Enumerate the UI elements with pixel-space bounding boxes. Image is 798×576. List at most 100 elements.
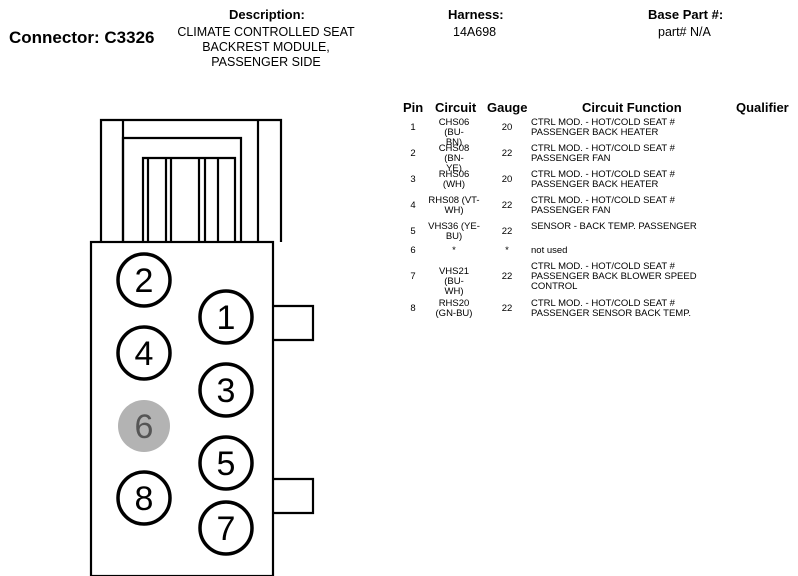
cell-circuit: RHS20(GN-BU) xyxy=(428,299,480,319)
cell-gauge: 22 xyxy=(501,271,513,282)
cell-pin: 7 xyxy=(410,271,416,282)
cell-pin: 4 xyxy=(410,200,416,211)
pin-cavity: 1 xyxy=(198,289,254,345)
pin-circle xyxy=(116,252,172,308)
col-header-function: Circuit Function xyxy=(582,100,682,115)
pin-circle xyxy=(198,289,254,345)
cell-gauge: 22 xyxy=(501,226,513,237)
pin-number: 7 xyxy=(217,510,236,548)
pin-number: 5 xyxy=(217,445,236,483)
circuit-line: WH) xyxy=(444,205,464,216)
function-line: PASSENGER FAN xyxy=(531,153,611,164)
cell-pin: 3 xyxy=(410,174,416,185)
cell-pin: 6 xyxy=(410,245,416,256)
pin-cavities: 2 1 4 3 6 5 8 7 xyxy=(116,252,254,556)
pin-circle xyxy=(198,500,254,556)
cell-function: CTRL MOD. - HOT/COLD SEAT #PASSENGER FAN xyxy=(531,144,721,164)
pin-number: 6 xyxy=(135,408,154,446)
circuit-line: BU) xyxy=(445,231,463,242)
function-line: CTRL MOD. - HOT/COLD SEAT # xyxy=(531,261,675,272)
cell-circuit: VHS21 (BU-WH) xyxy=(428,267,480,297)
pin-cavity: 6 xyxy=(118,400,170,452)
function-line: PASSENGER BACK HEATER xyxy=(531,179,659,190)
circuit-line: WH) xyxy=(444,286,464,297)
connector-face-diagram: 2 1 4 3 6 5 8 7 xyxy=(89,118,315,576)
cell-gauge: 20 xyxy=(501,122,513,133)
circuit-line: (GN-BU) xyxy=(435,308,473,319)
pin-circle xyxy=(198,435,254,491)
cell-pin: 8 xyxy=(410,303,416,314)
base-part-value: part# N/A xyxy=(658,25,711,39)
circuit-line: * xyxy=(452,245,456,256)
pin-number: 4 xyxy=(135,335,154,373)
col-header-qualifier: Qualifier xyxy=(736,100,789,115)
pin-cavity: 5 xyxy=(198,435,254,491)
circuit-line: VHS36 (YE- xyxy=(428,221,480,232)
circuit-line: BN) xyxy=(445,137,463,148)
function-line: CTRL MOD. - HOT/COLD SEAT # xyxy=(531,143,675,154)
cell-function: CTRL MOD. - HOT/COLD SEAT #PASSENGER BAC… xyxy=(531,118,721,138)
cell-function: CTRL MOD. - HOT/COLD SEAT #PASSENGER BAC… xyxy=(531,262,721,292)
function-line: CTRL MOD. - HOT/COLD SEAT # xyxy=(531,117,675,128)
lower-side-key xyxy=(273,477,315,515)
cell-pin: 5 xyxy=(410,226,416,237)
function-line: PASSENGER SENSOR BACK TEMP. xyxy=(531,308,691,319)
function-line: not used xyxy=(531,245,568,256)
circuit-line: RHS20 xyxy=(438,298,470,309)
cell-circuit: CHS06 (BU-BN) xyxy=(428,118,480,148)
function-line: PASSENGER FAN xyxy=(531,205,611,216)
cell-circuit: CHS08 (BN-YE) xyxy=(428,144,480,174)
col-header-gauge: Gauge xyxy=(487,100,528,115)
circuit-line: RHS06 xyxy=(438,169,470,180)
cell-pin: 1 xyxy=(410,122,416,133)
function-line: CTRL MOD. - HOT/COLD SEAT # xyxy=(531,195,675,206)
circuit-line: (WH) xyxy=(442,179,466,190)
description-label: Description: xyxy=(229,7,305,22)
harness-label: Harness: xyxy=(448,7,504,22)
pin-cavity: 3 xyxy=(198,362,254,418)
cell-function: not used xyxy=(531,246,721,256)
circuit-line: CHS08 (BN- xyxy=(438,143,470,164)
cell-gauge: 22 xyxy=(501,303,513,314)
cell-function: SENSOR - BACK TEMP. PASSENGER xyxy=(531,222,721,232)
harness-value: 14A698 xyxy=(453,25,497,39)
pin-circle xyxy=(118,400,170,452)
pin-circle xyxy=(198,362,254,418)
circuit-line: VHS21 (BU- xyxy=(438,266,470,287)
pin-cavity: 4 xyxy=(116,325,172,381)
cell-function: CTRL MOD. - HOT/COLD SEAT #PASSENGER SEN… xyxy=(531,299,721,319)
description-line: CLIMATE CONTROLLED SEAT xyxy=(177,25,355,39)
pin-cavity: 2 xyxy=(116,252,172,308)
circuit-line: CHS06 (BU- xyxy=(438,117,470,138)
function-line: CTRL MOD. - HOT/COLD SEAT # xyxy=(531,169,675,180)
cell-circuit: * xyxy=(428,246,480,256)
pin-circle xyxy=(116,325,172,381)
pin-number: 1 xyxy=(217,299,236,337)
function-line: PASSENGER BACK HEATER xyxy=(531,127,659,138)
pin-circle xyxy=(116,470,172,526)
cell-gauge: 22 xyxy=(501,200,513,211)
pin-cavity: 8 xyxy=(116,470,172,526)
cell-circuit: VHS36 (YE-BU) xyxy=(428,222,480,242)
function-line: SENSOR - BACK TEMP. PASSENGER xyxy=(531,221,697,232)
pin-cavity: 7 xyxy=(198,500,254,556)
cell-gauge: 22 xyxy=(501,148,513,159)
upper-side-key xyxy=(273,304,315,342)
circuit-line: YE) xyxy=(446,163,462,174)
cell-circuit: RHS08 (VT-WH) xyxy=(428,196,480,216)
cell-function: CTRL MOD. - HOT/COLD SEAT #PASSENGER BAC… xyxy=(531,170,721,190)
latch-ribs xyxy=(141,156,237,242)
function-line: PASSENGER BACK BLOWER SPEED xyxy=(531,271,697,282)
pin-number: 3 xyxy=(217,372,236,410)
description-value: CLIMATE CONTROLLED SEAT BACKREST MODULE,… xyxy=(166,25,366,70)
col-header-circuit: Circuit xyxy=(435,100,477,115)
circuit-line: RHS08 (VT- xyxy=(428,195,480,206)
cell-circuit: RHS06(WH) xyxy=(428,170,480,190)
description-line: PASSENGER SIDE xyxy=(211,55,321,69)
cell-gauge: 20 xyxy=(501,174,513,185)
base-part-label: Base Part #: xyxy=(648,7,724,22)
col-header-pin: Pin xyxy=(403,100,424,115)
function-line: CTRL MOD. - HOT/COLD SEAT # xyxy=(531,298,675,309)
cell-pin: 2 xyxy=(410,148,416,159)
pin-number: 2 xyxy=(135,262,154,300)
